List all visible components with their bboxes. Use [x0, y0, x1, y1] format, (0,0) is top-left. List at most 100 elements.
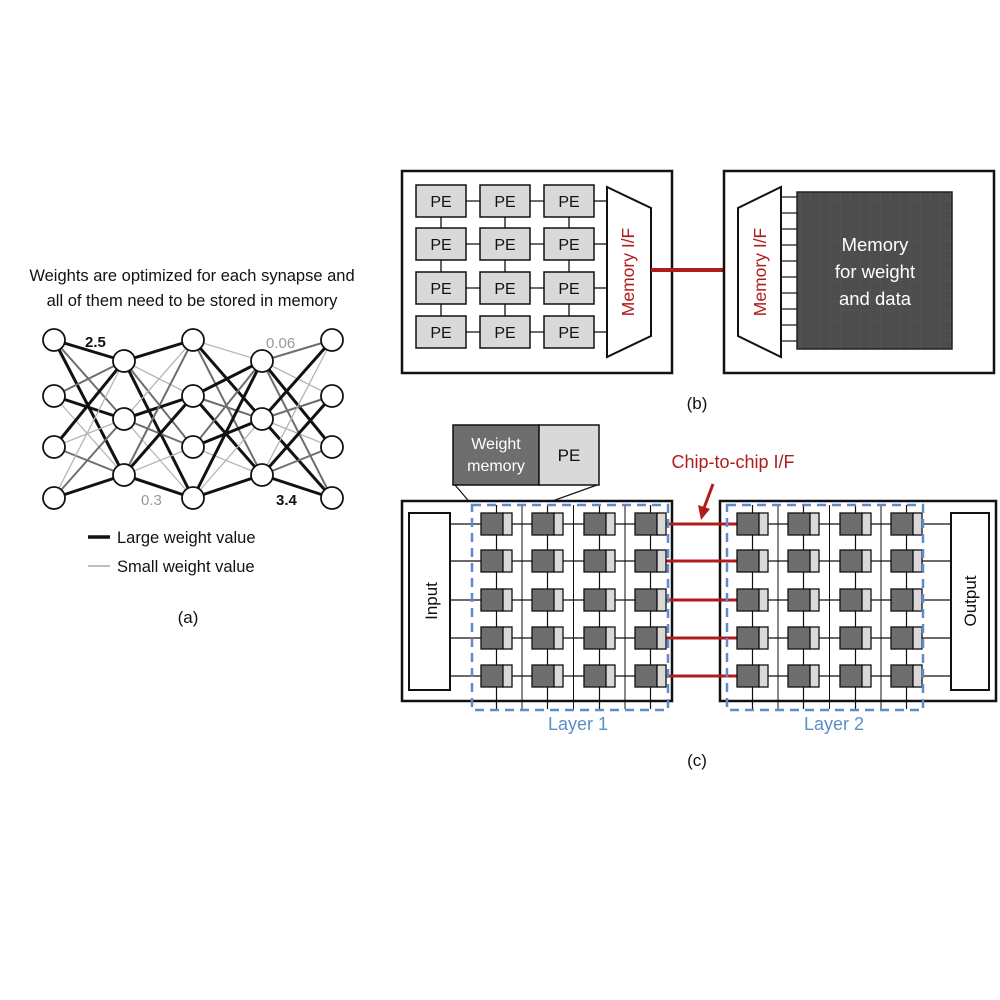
- memory-text-line1: Memory: [842, 234, 910, 255]
- pe-label-3-1: PE: [494, 325, 515, 342]
- pe-weight-memory-2-1: [531, 588, 555, 612]
- pe-unit-1-7: [912, 549, 923, 573]
- memory-side-if-label: Memory I/F: [750, 228, 770, 316]
- synapse-3-0-2: [260, 359, 334, 449]
- pe-label-0-0: PE: [430, 194, 451, 211]
- layer-2-label: Layer 2: [804, 714, 864, 734]
- neuron-1-2: [112, 463, 136, 487]
- synapse-1-2-0: [123, 339, 194, 476]
- pe-label-3-0: PE: [430, 325, 451, 342]
- pe-weight-memory-0-4: [736, 512, 760, 536]
- pe-weight-memory-1-0: [480, 549, 504, 573]
- synapse-1-1-3: [123, 418, 194, 499]
- processor-memory-if: [606, 185, 652, 359]
- pe-unit-0-5: [809, 512, 820, 536]
- chip-if-arrow-head: [698, 505, 710, 520]
- pe-weight-memory-1-1: [531, 549, 555, 573]
- pe-weight-memory-3-7: [890, 626, 914, 650]
- pe-weight-memory-4-3: [634, 664, 658, 688]
- pe-3-1: [479, 315, 531, 349]
- pe-weight-memory-1-5: [787, 549, 811, 573]
- neuron-4-1: [320, 384, 344, 408]
- input-block: [408, 512, 451, 691]
- layer-1-label: Layer 1: [548, 714, 608, 734]
- neuron-4-2: [320, 435, 344, 459]
- input-label: Input: [422, 582, 441, 620]
- pe-unit-1-5: [809, 549, 820, 573]
- callout-pe-label: PE: [558, 446, 581, 465]
- synapse-0-2-1: [53, 418, 125, 448]
- pe-weight-memory-3-0: [480, 626, 504, 650]
- pe-2-1: [479, 271, 531, 305]
- pe-unit-0-2: [605, 512, 616, 536]
- pe-weight-memory-0-7: [890, 512, 914, 536]
- pe-1-0: [415, 227, 467, 261]
- synapse-1-0-3: [122, 359, 195, 500]
- callout-weight-memory: [452, 424, 540, 486]
- weight-label-2-5: 2.5: [85, 334, 106, 351]
- callout-weight-line1: Weight: [471, 436, 521, 453]
- synapse-3-1-0: [260, 338, 334, 421]
- pe-0-2: [543, 184, 595, 218]
- synapse-2-0-0: [192, 339, 263, 362]
- synapse-3-1-3: [260, 417, 334, 500]
- network-edges: [52, 338, 334, 500]
- pe-unit-1-2: [605, 549, 616, 573]
- pe-weight-memory-0-3: [634, 512, 658, 536]
- pe-unit-4-0: [502, 664, 513, 688]
- pe-weight-memory-3-4: [736, 626, 760, 650]
- panel-a-caption-line2: all of them need to be stored in memory: [47, 292, 338, 310]
- synapse-3-0-3: [261, 360, 333, 499]
- panel-b-label: (b): [687, 394, 708, 413]
- pe-unit-3-1: [553, 626, 564, 650]
- pe-weight-memory-3-3: [634, 626, 658, 650]
- synapse-1-0-2: [123, 360, 194, 448]
- pe-label-3-2: PE: [558, 325, 579, 342]
- pe-unit-3-7: [912, 626, 923, 650]
- pe-unit-4-7: [912, 664, 923, 688]
- panel-c: Weight memory PE Chip-to-chip I/F Input …: [400, 424, 998, 770]
- pe-label-1-1: PE: [494, 237, 515, 254]
- synapse-2-2-0: [192, 360, 263, 448]
- pe-unit-1-4: [758, 549, 769, 573]
- neuron-3-0: [250, 349, 274, 373]
- synapse-0-1-0: [53, 360, 125, 397]
- synapse-0-1-1: [52, 394, 126, 421]
- pe-weight-memory-4-4: [736, 664, 760, 688]
- synapse-3-2-2: [261, 446, 333, 476]
- neuron-3-2: [250, 463, 274, 487]
- processor-memory-if-label: Memory I/F: [618, 228, 638, 316]
- pe-label-1-0: PE: [430, 237, 451, 254]
- pe-weight-memory-1-2: [583, 549, 607, 573]
- pe-2-0: [415, 271, 467, 305]
- neuron-4-0: [320, 328, 344, 352]
- pe-unit-1-0: [502, 549, 513, 573]
- pe-weight-memory-1-3: [634, 549, 658, 573]
- synapse-1-1-0: [123, 339, 194, 420]
- pe-label-2-1: PE: [494, 281, 515, 298]
- memory-text-line2: for weight: [835, 261, 915, 282]
- pe-unit-3-5: [809, 626, 820, 650]
- synapse-1-0-1: [123, 360, 194, 397]
- synapse-0-3-1: [53, 418, 125, 499]
- pe-label-0-1: PE: [494, 194, 515, 211]
- pe-weight-memory-3-1: [531, 626, 555, 650]
- synapse-1-2-2: [123, 446, 194, 476]
- pe-weight-memory-4-1: [531, 664, 555, 688]
- pe-unit-1-1: [553, 549, 564, 573]
- pe-label-0-2: PE: [558, 194, 579, 211]
- synapse-3-2-3: [260, 473, 334, 500]
- pe-unit-4-3: [656, 664, 667, 688]
- neuron-2-3: [181, 486, 205, 510]
- pe-weight-memory-0-5: [787, 512, 811, 536]
- panel-a-caption-line1: Weights are optimized for each synapse a…: [29, 267, 354, 285]
- panel-a: Weights are optimized for each synapse a…: [29, 267, 354, 627]
- pe-1-1: [479, 227, 531, 261]
- pe-unit-0-6: [861, 512, 872, 536]
- pe-unit-4-5: [809, 664, 820, 688]
- pe-weight-memory-3-6: [839, 626, 863, 650]
- network-nodes: [42, 328, 344, 510]
- synapse-2-3-1: [192, 418, 263, 499]
- neuron-4-3: [320, 486, 344, 510]
- pe-unit-0-4: [758, 512, 769, 536]
